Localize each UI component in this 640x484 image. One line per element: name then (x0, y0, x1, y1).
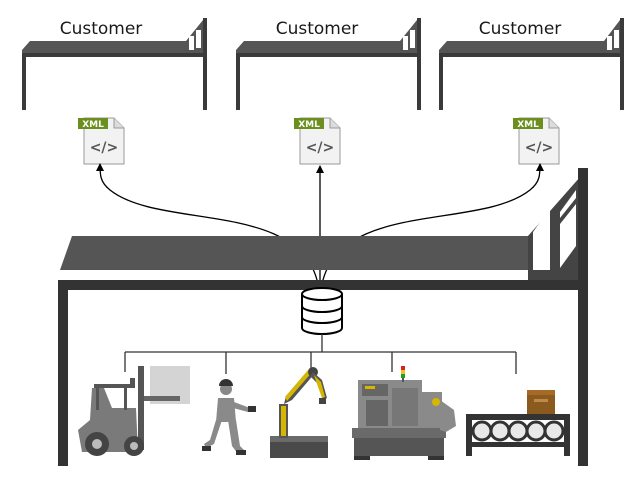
xml-badge: XML (82, 120, 104, 130)
forklift-icon (78, 366, 190, 456)
factory-building (58, 168, 588, 466)
customer-label: Customer (479, 19, 562, 39)
customer-building-1: Customer (22, 18, 207, 110)
code-glyph: </> (525, 140, 554, 156)
database-icon (301, 287, 343, 335)
conveyor-icon (466, 390, 570, 456)
cnc-machine-icon (352, 366, 456, 460)
xml-file-icon: XML </> (78, 117, 125, 165)
xml-badge: XML (298, 120, 320, 130)
worker-icon (202, 379, 256, 455)
code-glyph: </> (306, 140, 335, 156)
xml-file-icon: XML </> (294, 117, 341, 165)
robot-arm-icon (270, 367, 328, 458)
machine-connection-lines (124, 334, 517, 374)
customer-label: Customer (276, 19, 359, 39)
customer-building-2: Customer (236, 18, 421, 110)
code-glyph: </> (90, 140, 119, 156)
customer-label: Customer (60, 19, 143, 39)
xml-file-icon: XML </> (513, 117, 560, 165)
xml-badge: XML (517, 120, 539, 130)
customer-building-3: Customer (439, 18, 624, 110)
